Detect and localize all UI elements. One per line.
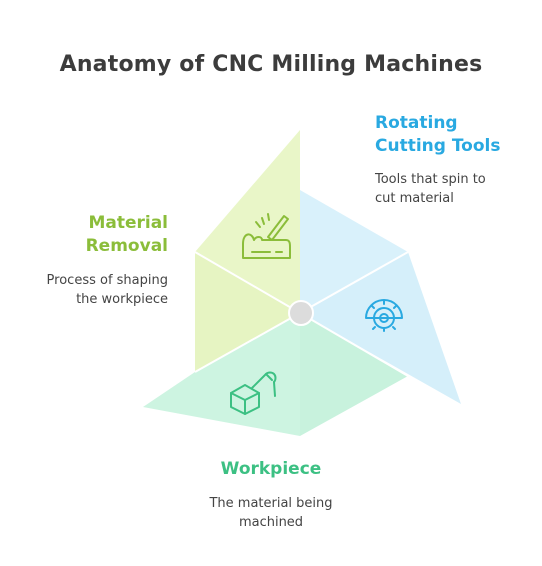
workpiece-description: The material being machined	[171, 494, 371, 532]
material-removal-heading-line: Removal	[85, 236, 168, 256]
circular-saw-blade-icon	[365, 299, 403, 332]
workpiece-description-line: machined	[238, 515, 304, 530]
center-hub	[288, 300, 314, 326]
material-removal-sector-bottom	[195, 252, 300, 372]
cube-with-cutter-icon	[230, 371, 277, 415]
divider-line	[299, 312, 409, 377]
workpiece-description-line: The material being	[209, 496, 333, 511]
workpiece-sector-right	[300, 313, 408, 436]
material-removal-description: Process of shaping the workpiece	[8, 271, 168, 309]
material-removal-description-line: the workpiece	[76, 292, 168, 307]
rotating-tools-description-line: cut material	[375, 191, 454, 206]
workpiece-sector-left	[143, 313, 300, 436]
workpiece-heading: Workpiece	[171, 458, 371, 481]
rotating-tools-description: Tools that spin to cut material	[375, 170, 535, 208]
rotating-tools-description-line: Tools that spin to	[375, 172, 486, 187]
divider-line	[299, 251, 409, 314]
divider-line	[194, 312, 301, 373]
diagram-title: Anatomy of CNC Milling Machines	[59, 52, 483, 77]
rotating-tools-heading-line: Rotating	[375, 113, 458, 133]
material-removal-heading-line: Material	[88, 213, 168, 233]
material-removal-heading: Material Removal	[20, 212, 168, 258]
workpiece-heading-line: Workpiece	[220, 459, 322, 479]
material-removal-description-line: Process of shaping	[46, 273, 168, 288]
divider-line	[194, 251, 301, 314]
rotating-tools-sector-top	[300, 190, 408, 313]
rotating-tools-heading-line: Cutting Tools	[375, 136, 501, 156]
rotating-tools-heading: Rotating Cutting Tools	[375, 112, 535, 158]
engraving-tool-icon	[242, 213, 291, 259]
